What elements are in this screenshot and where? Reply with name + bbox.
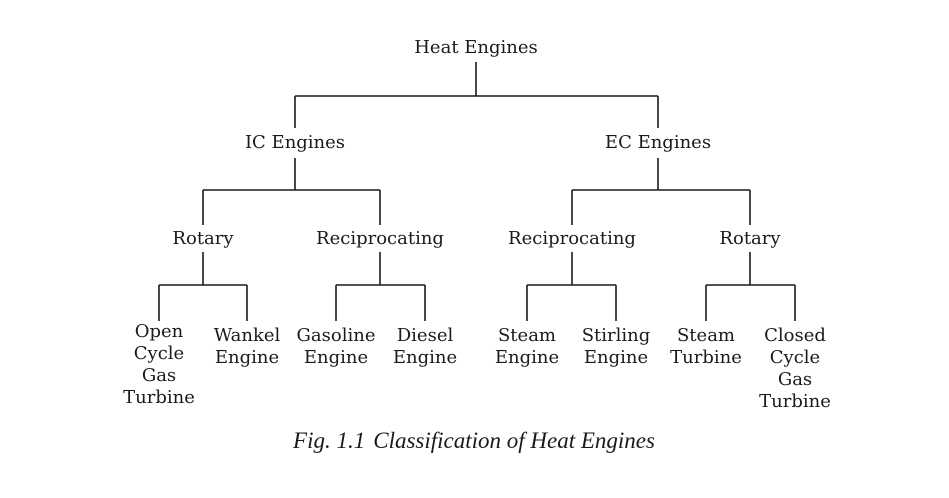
node-label: EC Engines (604, 132, 712, 153)
leaf-stirling-engine: Stirling Engine (582, 325, 651, 369)
leaf-line: Engine (494, 347, 560, 368)
leaf-line: Gas (777, 369, 813, 390)
figure-caption: Fig. 1.1 Classification of Heat Engines (293, 428, 655, 454)
leaf-wankel-engine: Wankel Engine (214, 325, 281, 369)
leaf-line: Closed (764, 325, 826, 346)
leaf-line: Turbine (670, 347, 742, 368)
leaf-line: Cycle (769, 347, 821, 368)
leaf-line: Gasoline (296, 325, 376, 346)
node-label: Rotary (719, 228, 781, 249)
leaf-line: Steam (676, 325, 736, 346)
leaf-line: Engine (214, 347, 280, 368)
leaf-line: Cycle (133, 343, 185, 364)
leaf-line: Diesel (396, 325, 454, 346)
leaf-line: Engine (392, 347, 458, 368)
leaf-steam-engine: Steam Engine (495, 325, 559, 369)
leaf-line: Engine (583, 347, 649, 368)
leaf-gasoline-engine: Gasoline Engine (297, 325, 376, 369)
leaf-line: Stirling (581, 325, 651, 346)
node-ic-rotary: Rotary (172, 228, 233, 250)
node-label: Reciprocating (316, 228, 444, 249)
leaf-diesel-engine: Diesel Engine (393, 325, 457, 369)
node-ec-rotary: Rotary (719, 228, 780, 250)
leaf-line: Gas (141, 365, 177, 386)
node-ec-reciprocating: Reciprocating (508, 228, 636, 250)
leaf-line: Wankel (213, 325, 281, 346)
node-ic-engines: IC Engines (245, 132, 345, 154)
node-ec-engines: EC Engines (605, 132, 711, 154)
node-ic-reciprocating: Reciprocating (316, 228, 444, 250)
node-label: IC Engines (244, 132, 346, 153)
leaf-line: Turbine (759, 391, 831, 412)
leaf-open-cycle-gas-turbine: Open Cycle Gas Turbine (123, 321, 195, 409)
leaf-line: Turbine (123, 387, 195, 408)
figure-title: Classification of Heat Engines (373, 428, 655, 453)
node-heat-engines: Heat Engines (414, 37, 538, 59)
node-label: Reciprocating (508, 228, 636, 249)
leaf-steam-turbine: Steam Turbine (670, 325, 742, 369)
node-label: Heat Engines (414, 37, 538, 58)
node-label: Rotary (172, 228, 234, 249)
leaf-line: Open (134, 321, 184, 342)
leaf-line: Steam (497, 325, 557, 346)
leaf-line: Engine (303, 347, 369, 368)
figure-number: Fig. 1.1 (293, 428, 366, 453)
leaf-closed-cycle-gas-turbine: Closed Cycle Gas Turbine (759, 325, 831, 413)
